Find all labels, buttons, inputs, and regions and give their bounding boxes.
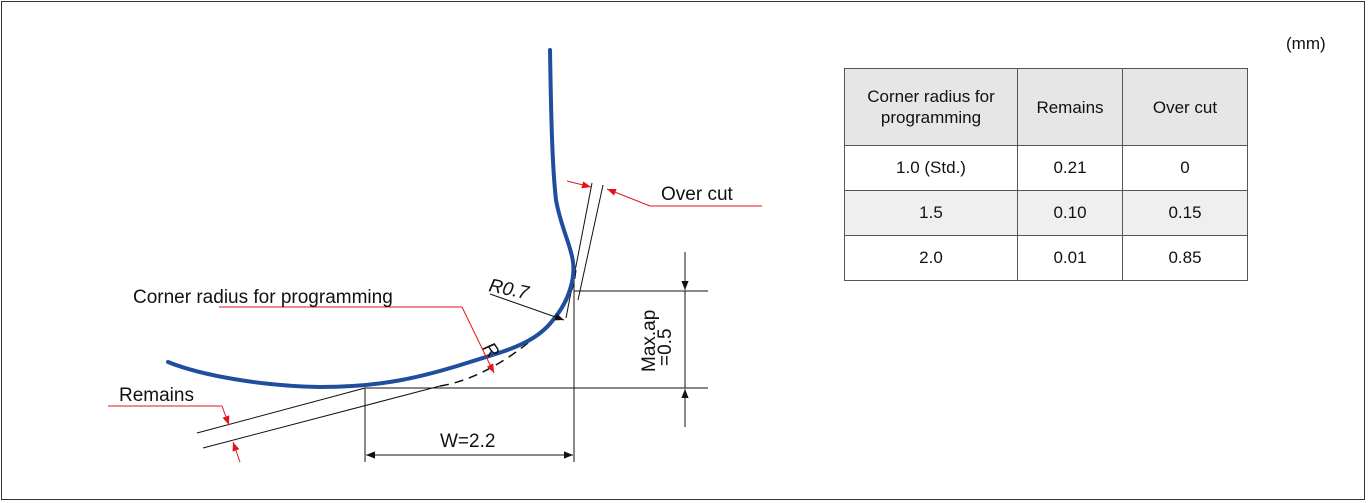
table-row: 1.0 (Std.) 0.21 0 xyxy=(844,145,1248,191)
over-cut-line-2 xyxy=(577,184,604,301)
remains-leader-arrow-bottom xyxy=(232,441,241,463)
remains-label: Remains xyxy=(119,385,194,406)
cell-over-cut: 0.85 xyxy=(1122,235,1248,281)
cutting-profile-line xyxy=(166,48,576,390)
max-ap-label-line1: Max.ap xyxy=(639,310,660,372)
cell-remains: 0.01 xyxy=(1017,235,1123,281)
over-cut-line-1 xyxy=(565,182,593,319)
cell-remains: 0.10 xyxy=(1017,190,1123,236)
cell-radius: 1.0 (Std.) xyxy=(844,145,1018,191)
cell-over-cut: 0 xyxy=(1122,145,1248,191)
header-over-cut: Over cut xyxy=(1122,68,1248,146)
header-remains: Remains xyxy=(1017,68,1123,146)
over-cut-leader-arrow xyxy=(606,188,651,207)
table-header-row: Corner radius for programming Remains Ov… xyxy=(844,68,1248,146)
max-ap-label-line2: =0.5 xyxy=(655,328,676,366)
corner-radius-leader-arrow xyxy=(461,306,495,374)
cell-radius: 1.5 xyxy=(844,190,1018,236)
corner-radius-label: Corner radius for programming xyxy=(133,287,393,308)
r07-leader xyxy=(489,293,565,321)
table-row: 1.5 0.10 0.15 xyxy=(844,190,1248,236)
reference-lines xyxy=(196,182,708,462)
cell-remains: 0.21 xyxy=(1017,145,1123,191)
over-cut-arrow-left xyxy=(566,180,592,189)
red-leaders xyxy=(108,180,762,463)
unit-label: (mm) xyxy=(1286,34,1326,53)
cell-radius: 2.0 xyxy=(844,235,1018,281)
remains-line-2 xyxy=(202,385,441,449)
header-corner-radius: Corner radius for programming xyxy=(844,68,1018,146)
cell-over-cut: 0.15 xyxy=(1122,190,1248,236)
r07-label: R0.7 xyxy=(487,275,532,304)
header-corner-radius-text: Corner radius for programming xyxy=(867,87,995,127)
w-label: W=2.2 xyxy=(440,431,495,452)
remains-leader-arrow-top xyxy=(221,405,230,426)
remains-line-1 xyxy=(196,387,366,434)
table-row: 2.0 0.01 0.85 xyxy=(844,235,1248,281)
over-cut-label: Over cut xyxy=(661,184,734,205)
spec-table: Corner radius for programming Remains Ov… xyxy=(844,68,1248,281)
